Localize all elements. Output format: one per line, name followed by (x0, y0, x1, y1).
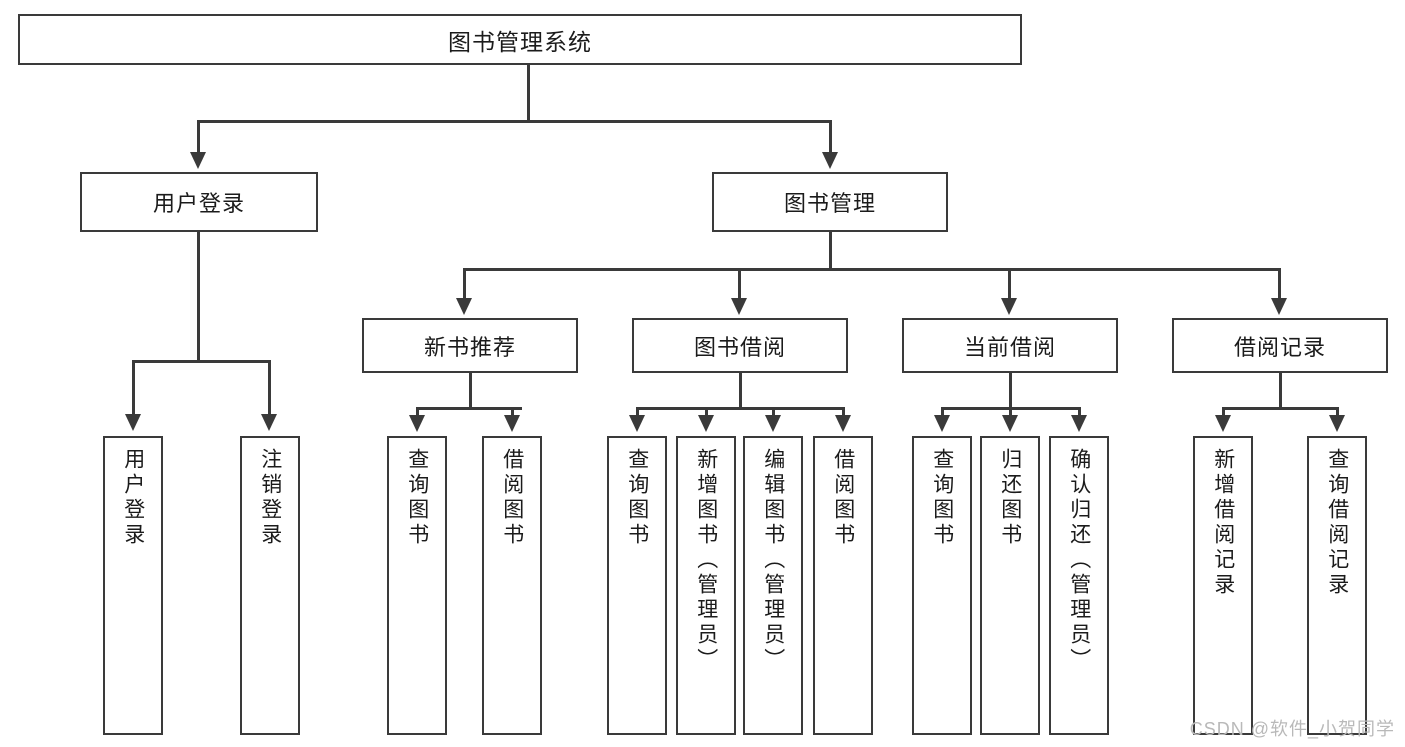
node-new-book-rec[interactable]: 新书推荐 (362, 318, 578, 373)
connector-book-borrow-drop-2 (705, 407, 708, 419)
connector-book-manage-drop-2 (738, 268, 741, 301)
node-leaf-query-record[interactable]: 查询借阅记录 (1307, 436, 1367, 735)
arrowhead-user-login-leaf-1 (125, 414, 141, 431)
arrowhead-book-borrow (731, 298, 747, 315)
node-leaf-confirm-return[interactable]: 确认归还（管理员） (1049, 436, 1109, 735)
connector-new-book-rec-stem (469, 373, 472, 409)
leaf-label: 注销登录 (258, 448, 282, 548)
connector-root-stem (527, 65, 530, 120)
connector-book-borrow-drop-3 (772, 407, 775, 419)
connector-root-bar (197, 120, 831, 123)
leaf-label: 新增图书（管理员） (694, 448, 718, 673)
arrowhead-borrow-record (1271, 298, 1287, 315)
arrowhead-query-book-1 (409, 415, 425, 432)
connector-root-to-book-manage (829, 120, 832, 155)
arrowhead-root-to-book-manage (822, 152, 838, 169)
node-current-borrow[interactable]: 当前借阅 (902, 318, 1118, 373)
node-leaf-query-book-1[interactable]: 查询图书 (387, 436, 447, 735)
connector-current-borrow-stem (1009, 373, 1012, 409)
connector-borrow-record-drop-2 (1336, 407, 1339, 419)
connector-borrow-record-drop-1 (1222, 407, 1225, 419)
arrowhead-query-record (1329, 415, 1345, 432)
arrowhead-query-book-2 (629, 415, 645, 432)
connector-user-login-drop-1 (132, 360, 135, 417)
connector-book-manage-drop-3 (1008, 268, 1011, 301)
arrowhead-query-book-3 (934, 415, 950, 432)
connector-current-borrow-drop-3 (1078, 407, 1081, 419)
connector-book-manage-stem (829, 232, 832, 270)
leaf-label: 用户登录 (121, 448, 145, 548)
connector-book-manage-drop-4 (1278, 268, 1281, 301)
arrowhead-edit-book (765, 415, 781, 432)
connector-borrow-record-stem (1279, 373, 1282, 409)
arrowhead-new-book-rec (456, 298, 472, 315)
arrowhead-root-to-user-login (190, 152, 206, 169)
leaf-label: 查询图书 (405, 448, 429, 548)
node-leaf-add-book[interactable]: 新增图书（管理员） (676, 436, 736, 735)
leaf-label: 编辑图书（管理员） (761, 448, 785, 673)
connector-user-login-stem (197, 232, 200, 362)
leaf-label: 查询借阅记录 (1325, 448, 1349, 598)
node-leaf-user-login[interactable]: 用户登录 (103, 436, 163, 735)
arrowhead-add-book (698, 415, 714, 432)
node-borrow-record[interactable]: 借阅记录 (1172, 318, 1388, 373)
leaf-label: 归还图书 (998, 448, 1022, 548)
node-leaf-query-book-2[interactable]: 查询图书 (607, 436, 667, 735)
node-leaf-user-logout[interactable]: 注销登录 (240, 436, 300, 735)
connector-user-login-drop-2 (268, 360, 271, 417)
node-book-manage[interactable]: 图书管理 (712, 172, 948, 232)
arrowhead-confirm-return (1071, 415, 1087, 432)
node-root-system[interactable]: 图书管理系统 (18, 14, 1022, 65)
arrowhead-borrow-book-2 (835, 415, 851, 432)
leaf-label: 借阅图书 (831, 448, 855, 548)
connector-book-borrow-bar (636, 407, 842, 410)
connector-book-borrow-drop-4 (842, 407, 845, 419)
node-leaf-query-book-3[interactable]: 查询图书 (912, 436, 972, 735)
connector-current-borrow-drop-1 (941, 407, 944, 419)
connector-user-login-bar (132, 360, 270, 363)
node-leaf-borrow-book-1[interactable]: 借阅图书 (482, 436, 542, 735)
node-leaf-borrow-book-2[interactable]: 借阅图书 (813, 436, 873, 735)
leaf-label: 查询图书 (930, 448, 954, 548)
connector-root-to-user-login (197, 120, 200, 155)
arrowhead-borrow-book-1 (504, 415, 520, 432)
node-book-borrow[interactable]: 图书借阅 (632, 318, 848, 373)
connector-book-manage-bar (463, 268, 1278, 271)
node-leaf-return-book[interactable]: 归还图书 (980, 436, 1040, 735)
leaf-label: 新增借阅记录 (1211, 448, 1235, 598)
leaf-label: 确认归还（管理员） (1067, 448, 1091, 673)
arrowhead-user-login-leaf-2 (261, 414, 277, 431)
connector-book-borrow-drop-1 (636, 407, 639, 419)
connector-new-book-rec-drop-2 (511, 407, 514, 419)
csdn-watermark: CSDN @软件_小贺同学 (1189, 719, 1395, 739)
connector-new-book-rec-drop-1 (416, 407, 419, 419)
node-leaf-edit-book[interactable]: 编辑图书（管理员） (743, 436, 803, 735)
connector-book-borrow-stem (739, 373, 742, 409)
connector-current-borrow-drop-2 (1009, 407, 1012, 419)
node-leaf-add-record[interactable]: 新增借阅记录 (1193, 436, 1253, 735)
leaf-label: 借阅图书 (500, 448, 524, 548)
node-user-login[interactable]: 用户登录 (80, 172, 318, 232)
leaf-label: 查询图书 (625, 448, 649, 548)
connector-new-book-rec-bar (416, 407, 522, 410)
connector-borrow-record-bar (1222, 407, 1336, 410)
arrowhead-return-book (1002, 415, 1018, 432)
arrowhead-add-record (1215, 415, 1231, 432)
connector-book-manage-drop-1 (463, 268, 466, 301)
arrowhead-current-borrow (1001, 298, 1017, 315)
